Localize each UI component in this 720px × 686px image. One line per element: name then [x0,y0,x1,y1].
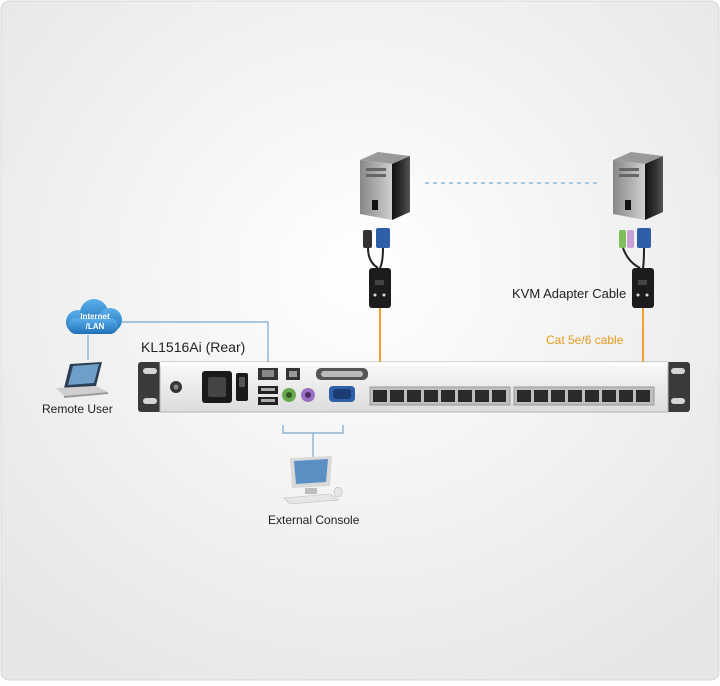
kvm-switch-rear-panel [138,361,690,413]
device-label: KL1516Ai (Rear) [141,339,245,355]
cable-label: Cat 5e/6 cable [546,333,624,347]
network-line [118,321,269,368]
server-computer-left [360,152,410,220]
kvm-port-group-1 [373,390,506,402]
remote-user-label: Remote User [42,402,113,416]
external-console-icon [283,456,343,505]
adapter-label: KVM Adapter Cable [512,286,626,301]
internet-cloud-icon: Internet /LAN [66,299,122,334]
server-computer-right [613,152,663,220]
cloud-label-line1: Internet [80,312,110,321]
external-console-label: External Console [268,513,360,527]
cloud-label-line2: /LAN [86,322,105,331]
kvm-adapter-right [619,228,654,308]
kvm-port-group-2 [517,390,650,402]
laptop-icon [56,362,108,398]
kvm-adapter-left [363,228,391,308]
